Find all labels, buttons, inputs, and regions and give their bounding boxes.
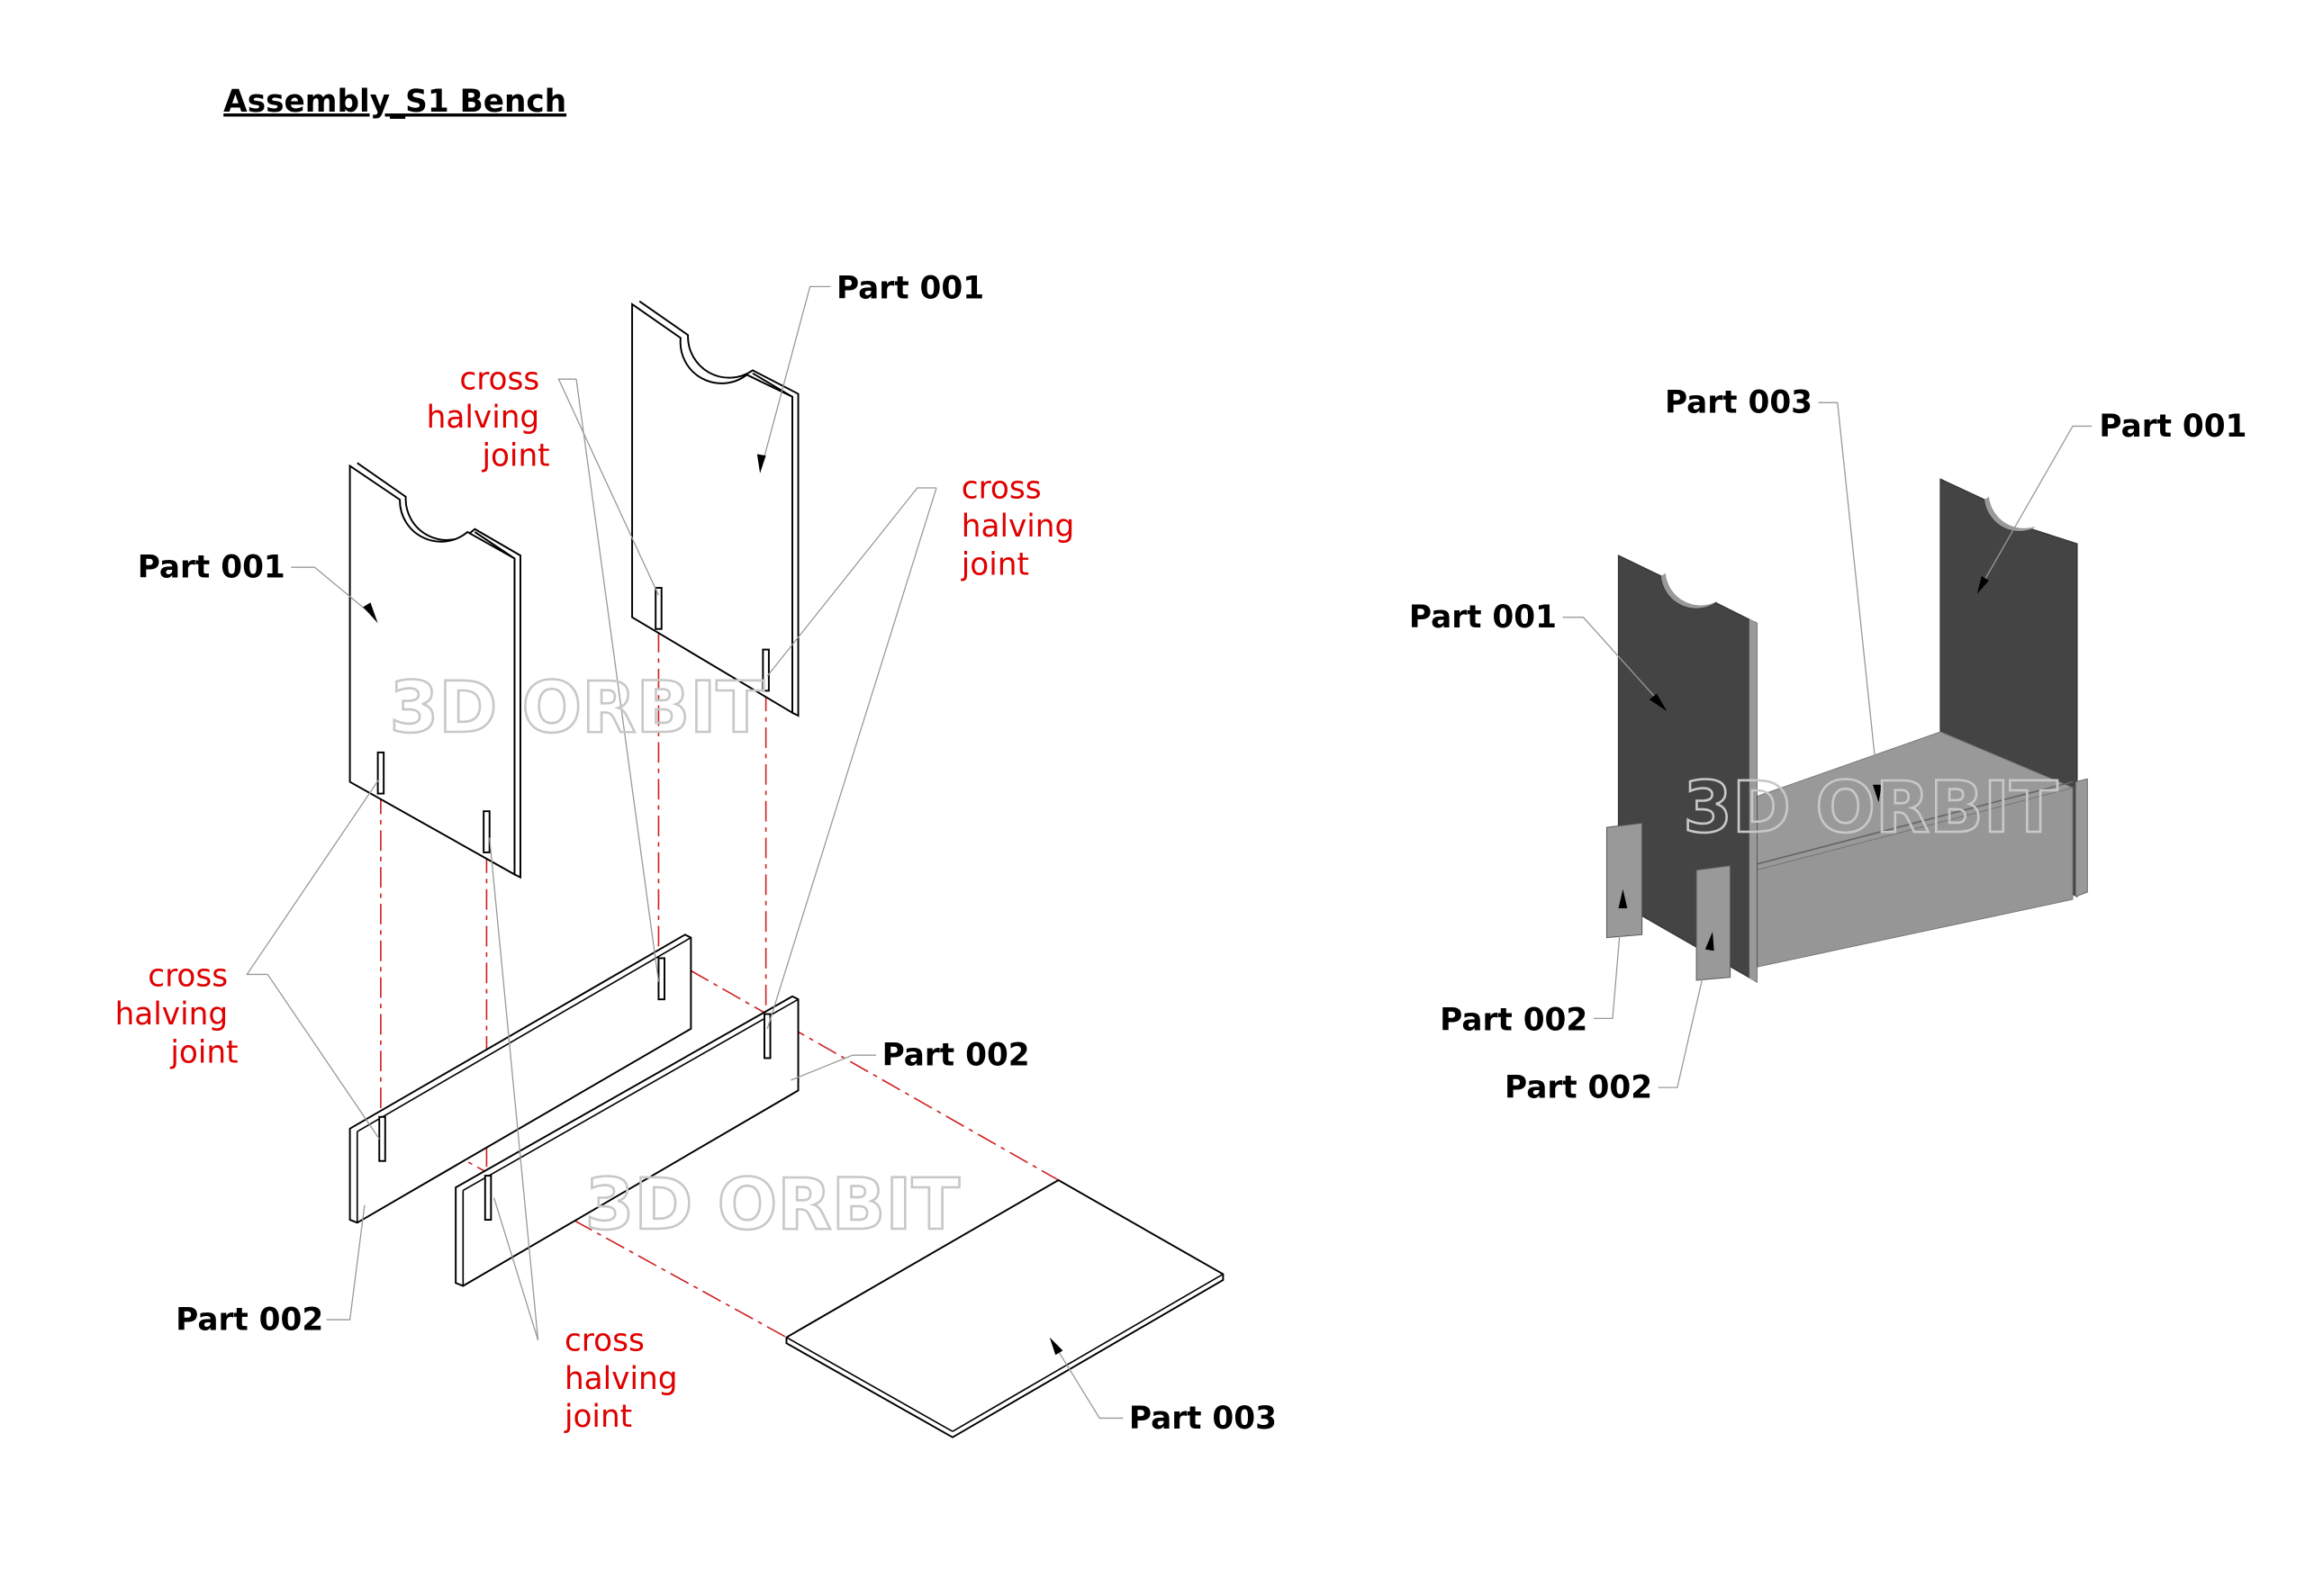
joint-text: joint	[564, 1399, 632, 1435]
joint-label-2: cross halving joint	[961, 470, 1075, 582]
joint-text: halving	[565, 1361, 678, 1397]
assembled-label-part001-right: Part 001	[2099, 409, 2246, 445]
part001-panel-rear	[631, 300, 800, 717]
joint-text: cross	[459, 362, 539, 398]
part002-board-rear	[348, 933, 692, 1224]
assembled-label-part002-lower: Part 002	[1505, 1070, 1652, 1106]
label-part003: Part 003	[1129, 1401, 1277, 1437]
joint-text: halving	[427, 400, 540, 436]
joint-text: cross	[148, 958, 228, 994]
drawing-title: Assembly_S1 Bench	[223, 84, 566, 120]
watermark: 3D ORBIT	[1683, 767, 2058, 849]
joint-label-3: cross halving joint	[115, 958, 239, 1070]
label-part001-right: Part 001	[836, 270, 984, 306]
label-part002-left: Part 002	[176, 1302, 323, 1338]
leader-lines	[246, 285, 1124, 1420]
joint-text: halving	[962, 509, 1075, 545]
joint-label-4: cross halving joint	[564, 1322, 678, 1435]
joint-text: joint	[169, 1034, 238, 1070]
assembled-label-part001-left: Part 001	[1409, 600, 1557, 636]
joint-text: joint	[481, 438, 549, 474]
part003-seat-board	[785, 1178, 1225, 1438]
watermark: 3D ORBIT	[585, 1164, 961, 1246]
part002-board-front	[455, 995, 800, 1287]
label-part002-right: Part 002	[882, 1038, 1030, 1074]
label-part001-left: Part 001	[138, 550, 285, 586]
assembled-label-part002-upper: Part 002	[1440, 1002, 1587, 1038]
assembled-label-part003: Part 003	[1665, 385, 1812, 421]
joint-text: joint	[961, 546, 1029, 582]
joint-text: cross	[962, 470, 1042, 506]
joint-text: halving	[115, 996, 229, 1032]
watermark: 3D ORBIT	[390, 667, 765, 749]
part001-panel-front	[348, 462, 521, 879]
assembled-bench	[1605, 478, 2088, 983]
assembled-leaders	[1562, 401, 2093, 1088]
joint-label-1: cross halving joint	[427, 362, 550, 474]
joint-text: cross	[565, 1322, 645, 1358]
